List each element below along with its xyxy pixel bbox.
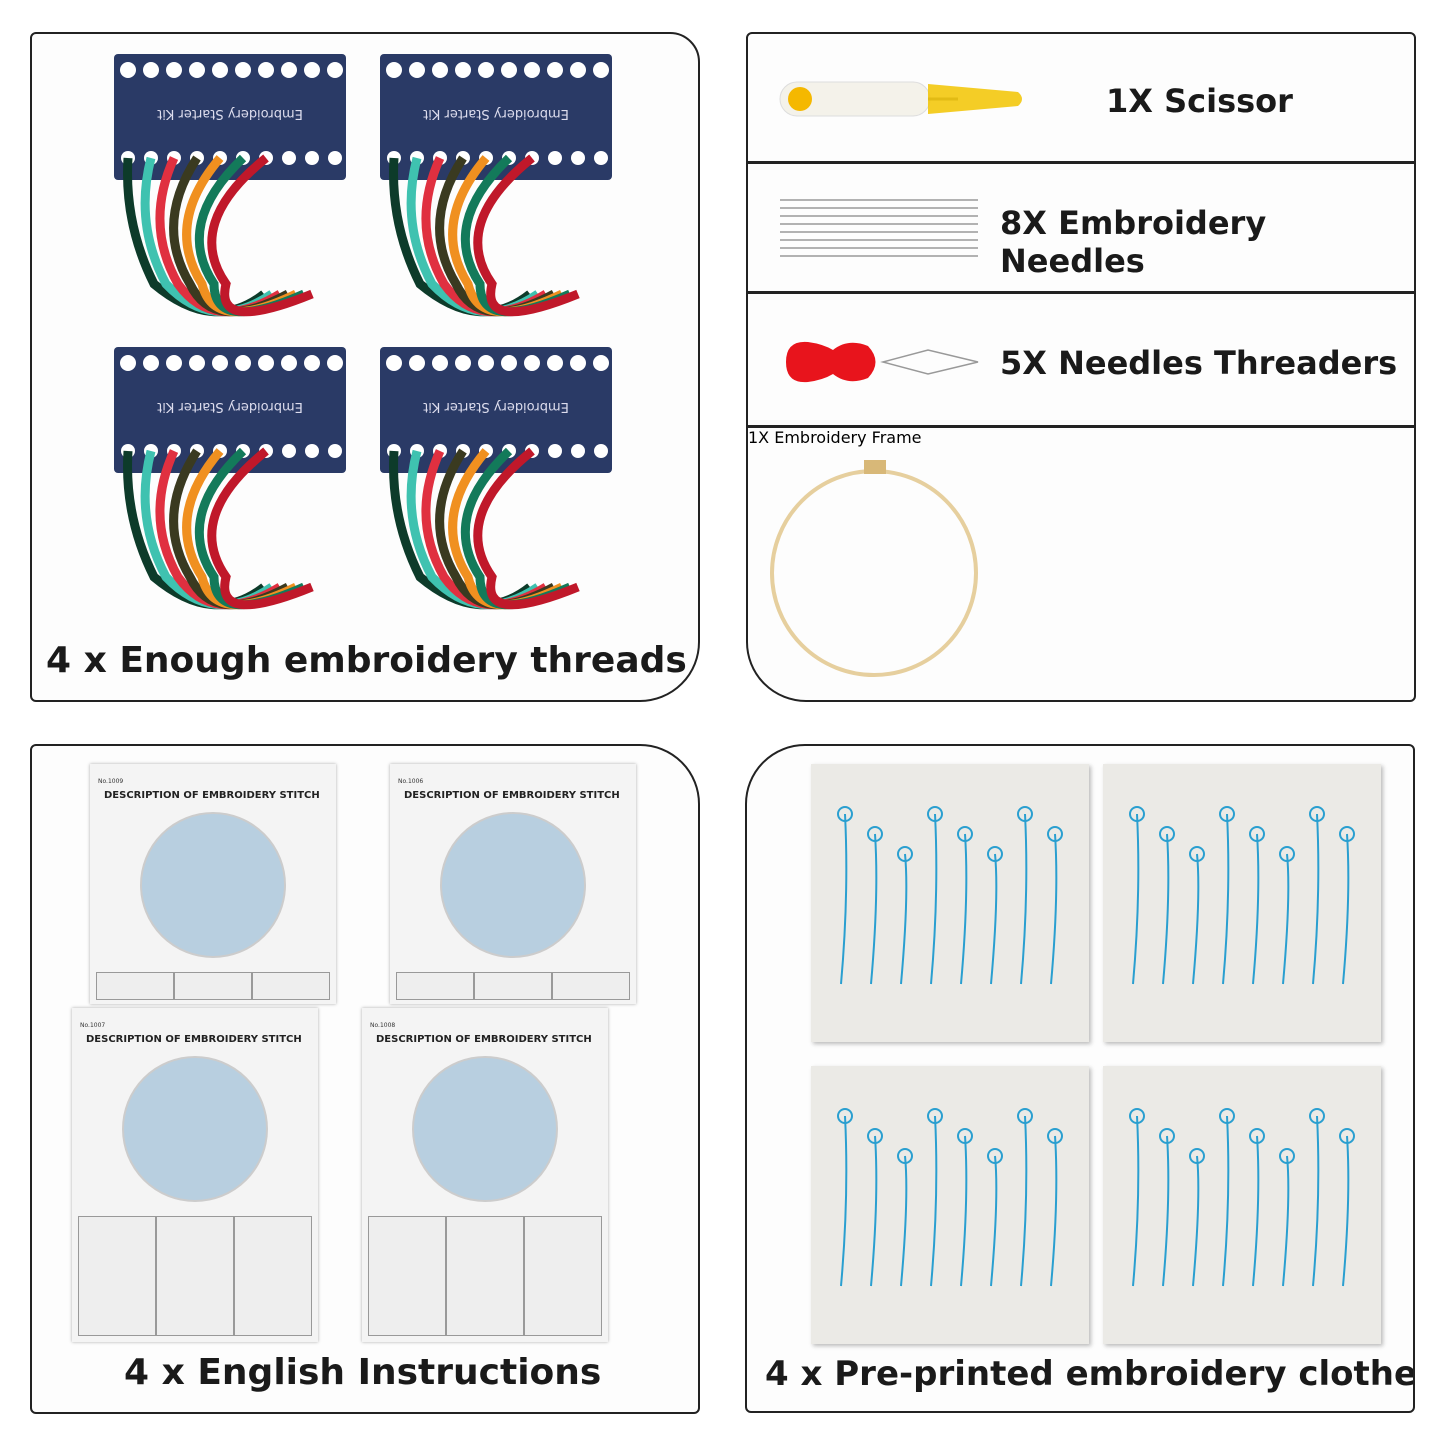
card-text: Embroidery Starter Kit bbox=[157, 106, 303, 121]
threader-label: 5X Needles Threaders bbox=[1000, 344, 1398, 382]
sheet-number: No.1006 bbox=[398, 778, 424, 785]
card-text: Embroidery Starter Kit bbox=[423, 106, 569, 121]
sheet-number: No.1009 bbox=[98, 778, 124, 785]
stitch-diagrams bbox=[96, 972, 330, 1000]
floral-print bbox=[837, 1108, 1063, 1287]
frame-row: 1X Embroidery Frame bbox=[748, 428, 1414, 700]
thread-card: Embroidery Starter Kit bbox=[114, 54, 346, 317]
embroidery-cloth bbox=[811, 1066, 1089, 1344]
instructions-caption: 4 x English Instructions bbox=[124, 1352, 602, 1393]
embroidery-cloth bbox=[811, 764, 1089, 1042]
scissor-row: 1X Scissor bbox=[748, 34, 1414, 164]
scissor-label: 1X Scissor bbox=[1106, 82, 1293, 120]
stitch-diagrams bbox=[78, 1216, 312, 1336]
frame-label: 1X Embroidery Frame bbox=[748, 428, 922, 447]
needles-row: 8X Embroidery Needles bbox=[748, 164, 1414, 294]
tools-panel: 1X Scissor 8X Embroidery Needles 5X Need… bbox=[746, 32, 1416, 702]
floral-print bbox=[1129, 806, 1355, 985]
card-text: Embroidery Starter Kit bbox=[157, 399, 303, 414]
hoop-photo bbox=[140, 812, 286, 958]
cloths-caption: 4 x Pre-printed embroidery clothes bbox=[765, 1354, 1415, 1394]
threads-caption: 4 x Enough embroidery threads bbox=[46, 640, 687, 681]
card-text: Embroidery Starter Kit bbox=[423, 399, 569, 414]
thread-card: Embroidery Starter Kit bbox=[114, 347, 346, 610]
sheet-title: DESCRIPTION OF EMBROIDERY STITCH bbox=[86, 1034, 302, 1045]
stitch-diagrams bbox=[368, 1216, 602, 1336]
stitch-diagrams bbox=[396, 972, 630, 1000]
sheet-title: DESCRIPTION OF EMBROIDERY STITCH bbox=[404, 790, 620, 801]
hoop-photo bbox=[440, 812, 586, 958]
floral-print bbox=[1129, 1108, 1355, 1287]
thread-card: Embroidery Starter Kit bbox=[380, 347, 612, 610]
embroidery-cloth bbox=[1103, 1066, 1381, 1344]
thread-card: Embroidery Starter Kit bbox=[380, 54, 612, 317]
cloths-panel: 4 x Pre-printed embroidery clothes bbox=[745, 744, 1415, 1413]
floral-print bbox=[837, 806, 1063, 985]
threader-row: 5X Needles Threaders bbox=[748, 294, 1414, 428]
sheet-title: DESCRIPTION OF EMBROIDERY STITCH bbox=[376, 1034, 592, 1045]
needles-icon bbox=[780, 199, 978, 257]
sheet-number: No.1007 bbox=[80, 1022, 106, 1029]
hoop-photo bbox=[412, 1056, 558, 1202]
hoop-photo bbox=[122, 1056, 268, 1202]
hoop-icon bbox=[770, 460, 978, 677]
embroidery-cloth bbox=[1103, 764, 1381, 1042]
threader-icon bbox=[786, 341, 979, 383]
sheet-title: DESCRIPTION OF EMBROIDERY STITCH bbox=[104, 790, 320, 801]
scissor-icon bbox=[779, 81, 1022, 117]
sheet-number: No.1008 bbox=[370, 1022, 396, 1029]
needles-label: 8X Embroidery Needles bbox=[1000, 204, 1267, 280]
